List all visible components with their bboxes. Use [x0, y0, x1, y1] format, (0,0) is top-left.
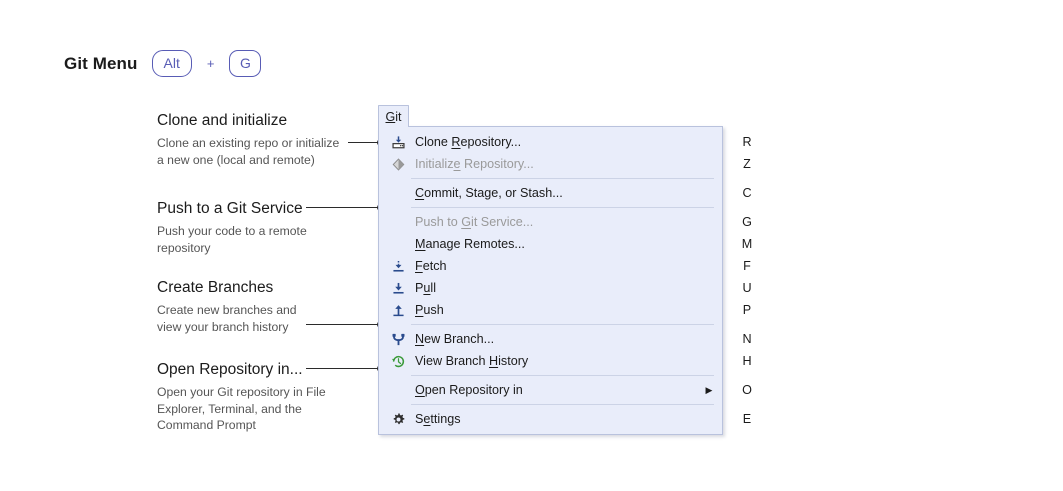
callout-clone-and-initialize: Clone and initialize Clone an existing r… — [157, 111, 387, 168]
menu-item-fetch[interactable]: Fetch — [379, 255, 722, 277]
accelerator-key: F — [743, 259, 751, 273]
menu-item-label: View Branch History — [415, 354, 529, 368]
menu-item-initialize-repository: Initialize Repository... — [379, 153, 722, 175]
menu-item-new-branch[interactable]: New Branch... — [379, 328, 722, 350]
menu-item-view-branch-history[interactable]: View Branch History — [379, 350, 722, 372]
menu-item-manage-remotes[interactable]: Manage Remotes... — [379, 233, 722, 255]
menu-item-label: Manage Remotes... — [415, 237, 525, 251]
leader-line-push — [306, 204, 384, 212]
callout-open-repository-in: Open Repository in... Open your Git repo… — [157, 360, 387, 433]
keycap-g: G — [229, 50, 262, 77]
menu-item-label: New Branch... — [415, 332, 495, 346]
callout-desc-line: repository — [157, 240, 211, 255]
accelerator-key: C — [742, 186, 752, 200]
menu-item-label: Push to Git Service... — [415, 215, 534, 229]
accelerator-key: U — [742, 281, 752, 295]
accelerator-key: H — [742, 354, 752, 368]
accelerator-key: N — [742, 332, 752, 346]
accelerator-key: E — [742, 412, 752, 426]
menu-item-label: Open Repository in — [415, 383, 523, 397]
accelerator-key: Z — [743, 157, 751, 171]
callout-push-to-a-git-service: Push to a Git Service Push your code to … — [157, 199, 387, 256]
menu-item-label: Clone Repository... — [415, 135, 522, 149]
new-branch-icon — [387, 330, 409, 348]
no-icon — [387, 184, 409, 202]
accelerator-key-column: R Z C G M F U P N H O E — [735, 105, 759, 430]
accelerator-key: P — [742, 303, 752, 317]
callout-title: Create Branches — [157, 279, 274, 296]
menu-item-settings[interactable]: Settings — [379, 408, 722, 430]
no-icon — [387, 235, 409, 253]
clone-repository-icon — [387, 133, 409, 151]
initialize-repository-icon — [387, 155, 409, 173]
callout-description: Open your Git repository in File Explore… — [157, 384, 387, 433]
accelerator-key: R — [742, 135, 752, 149]
callout-desc-line: Push your code to a remote — [157, 224, 307, 239]
menu-item-commit-stage-or-stash[interactable]: Commit, Stage, or Stash... — [379, 182, 722, 204]
callout-description: Create new branches and view your branch… — [157, 302, 387, 334]
menu-item-pull[interactable]: Pull — [379, 277, 722, 299]
menu-item-label: Fetch — [415, 259, 447, 273]
callout-title: Open Repository in... — [157, 361, 303, 378]
push-icon — [387, 301, 409, 319]
menu-separator — [411, 178, 714, 179]
menu-separator — [411, 375, 714, 376]
callout-desc-line: a new one (local and remote) — [157, 152, 315, 167]
leader-line-clone — [348, 139, 384, 147]
menu-item-label: Initialize Repository... — [415, 157, 534, 171]
callout-desc-line: Open your Git repository in File — [157, 385, 326, 400]
menu-item-label: Commit, Stage, or Stash... — [415, 186, 563, 200]
git-menu: Git Clone Repository... — [378, 105, 723, 435]
branch-history-icon — [387, 352, 409, 370]
keycap-alt: Alt — [151, 50, 192, 77]
accelerator-key: O — [742, 383, 752, 397]
callout-desc-line: Command Prompt — [157, 417, 256, 432]
menu-item-open-repository-in[interactable]: Open Repository in ▶ — [379, 379, 722, 401]
no-icon — [387, 213, 409, 231]
menu-item-push-to-git-service: Push to Git Service... — [379, 211, 722, 233]
accelerator-key: G — [742, 215, 752, 229]
menu-tab-label: Git — [385, 109, 402, 124]
callout-desc-line: Create new branches and — [157, 303, 297, 318]
menu-item-push[interactable]: Push — [379, 299, 722, 321]
menu-item-clone-repository[interactable]: Clone Repository... — [379, 131, 722, 153]
menu-tab-git[interactable]: Git — [378, 105, 409, 127]
pull-icon — [387, 279, 409, 297]
menu-item-label: Pull — [415, 281, 437, 295]
page-title: Git Menu — [64, 53, 138, 73]
menu-item-label: Settings — [415, 412, 461, 426]
menu-separator — [411, 207, 714, 208]
chevron-right-icon: ▶ — [705, 384, 713, 395]
menu-item-label: Push — [415, 303, 444, 317]
callout-description: Push your code to a remote repository — [157, 223, 387, 255]
menu-separator — [411, 404, 714, 405]
fetch-icon — [387, 257, 409, 275]
callout-title: Push to a Git Service — [157, 200, 303, 217]
menu-panel: Clone Repository... Initialize Repositor… — [378, 126, 723, 435]
accelerator-key: M — [741, 237, 753, 251]
leader-line-open-repository — [306, 365, 384, 373]
no-icon — [387, 381, 409, 399]
callout-desc-line: view your branch history — [157, 319, 289, 334]
callout-title: Clone and initialize — [157, 112, 288, 129]
menu-separator — [411, 324, 714, 325]
page-header: Git Menu Alt + G — [64, 50, 262, 77]
callout-description: Clone an existing repo or initialize a n… — [157, 135, 387, 167]
settings-icon — [387, 410, 409, 428]
leader-line-branch — [306, 321, 384, 329]
keycap-plus: + — [206, 56, 215, 71]
callout-desc-line: Clone an existing repo or initialize — [157, 136, 340, 151]
callout-create-branches: Create Branches Create new branches and … — [157, 278, 387, 335]
callout-desc-line: Explorer, Terminal, and the — [157, 401, 302, 416]
